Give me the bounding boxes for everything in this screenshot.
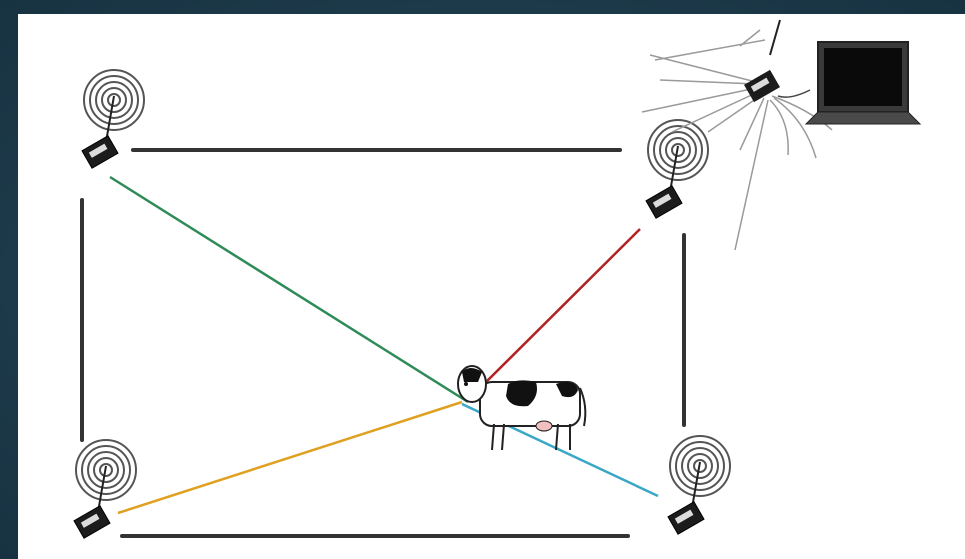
laptop-icon (804, 41, 922, 125)
cow-icon (457, 365, 587, 451)
diagram-panel (18, 14, 965, 559)
link-bottom-left-to-cow (117, 400, 463, 515)
link-top-right-to-cow (477, 228, 641, 391)
link-top-left-to-cow (109, 175, 469, 404)
wireless-sensor-icon (667, 435, 731, 536)
gateway-sensor-icon (641, 19, 833, 251)
wireless-sensor-icon (645, 119, 709, 220)
wireless-sensor-icon (81, 69, 145, 170)
wireless-sensor-icon (73, 439, 137, 540)
mesh-links (80, 148, 686, 538)
